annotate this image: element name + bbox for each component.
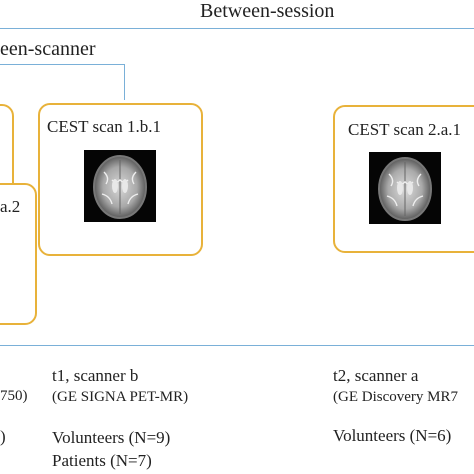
session-left-count: ) (0, 427, 6, 447)
between-scanner-label: een-scanner (0, 38, 96, 61)
session-t1-volunteers: Volunteers (N=9) (52, 428, 170, 448)
scan-label-2a1: CEST scan 2.a.1 (348, 120, 461, 140)
scan-box-2a1: CEST scan 2.a.1 (333, 105, 474, 253)
session-t2-volunteers: Volunteers (N=6) (333, 426, 451, 446)
scan-box-left-partial: a.2 (0, 183, 37, 325)
between-scanner-connector-v (124, 64, 125, 100)
session-t1-patients: Patients (N=7) (52, 451, 152, 471)
between-scanner-connector-h (0, 64, 124, 65)
scan-box-1b1: CEST scan 1.b.1 (38, 103, 203, 256)
between-session-connector (0, 28, 474, 29)
axial-brain-mri-icon (84, 150, 156, 222)
scan-label-left-partial: a.2 (0, 197, 20, 217)
session-t1-title: t1, scanner b (52, 366, 138, 386)
session-t2-model: (GE Discovery MR7 (333, 389, 458, 406)
between-session-label: Between-session (200, 0, 334, 23)
sessions-divider (0, 345, 474, 346)
axial-brain-mri-icon (369, 152, 441, 224)
session-t2-title: t2, scanner a (333, 366, 418, 386)
session-left-model: 750) (0, 388, 28, 405)
session-t1-model: (GE SIGNA PET-MR) (52, 389, 188, 406)
scan-label-1b1: CEST scan 1.b.1 (47, 117, 161, 137)
